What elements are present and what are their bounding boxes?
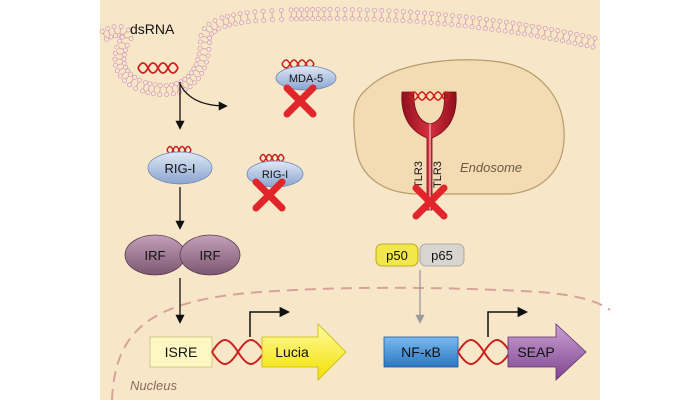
tlr3-right-label: TLR3	[432, 161, 444, 188]
mda5-label: MDA-5	[289, 73, 323, 85]
rigi-active-label: RIG-I	[164, 161, 195, 176]
dsrna-label: dsRNA	[130, 21, 175, 37]
endosome-label: Endosome	[460, 160, 522, 175]
nucleus-label: Nucleus	[130, 378, 177, 393]
tlr3-left-label: TLR3	[413, 161, 425, 188]
endosome	[354, 60, 564, 194]
nfkb-label: NF-κB	[401, 344, 441, 360]
seap-label: SEAP	[517, 344, 554, 360]
rigi-inactive-label: RIG-I	[262, 169, 288, 181]
p50-label: p50	[386, 248, 408, 263]
lucia-label: Lucia	[275, 344, 309, 360]
isre-label: ISRE	[165, 344, 198, 360]
irf-right-label: IRF	[200, 248, 221, 263]
irf-left-label: IRF	[145, 248, 166, 263]
p65-label: p65	[431, 248, 453, 263]
